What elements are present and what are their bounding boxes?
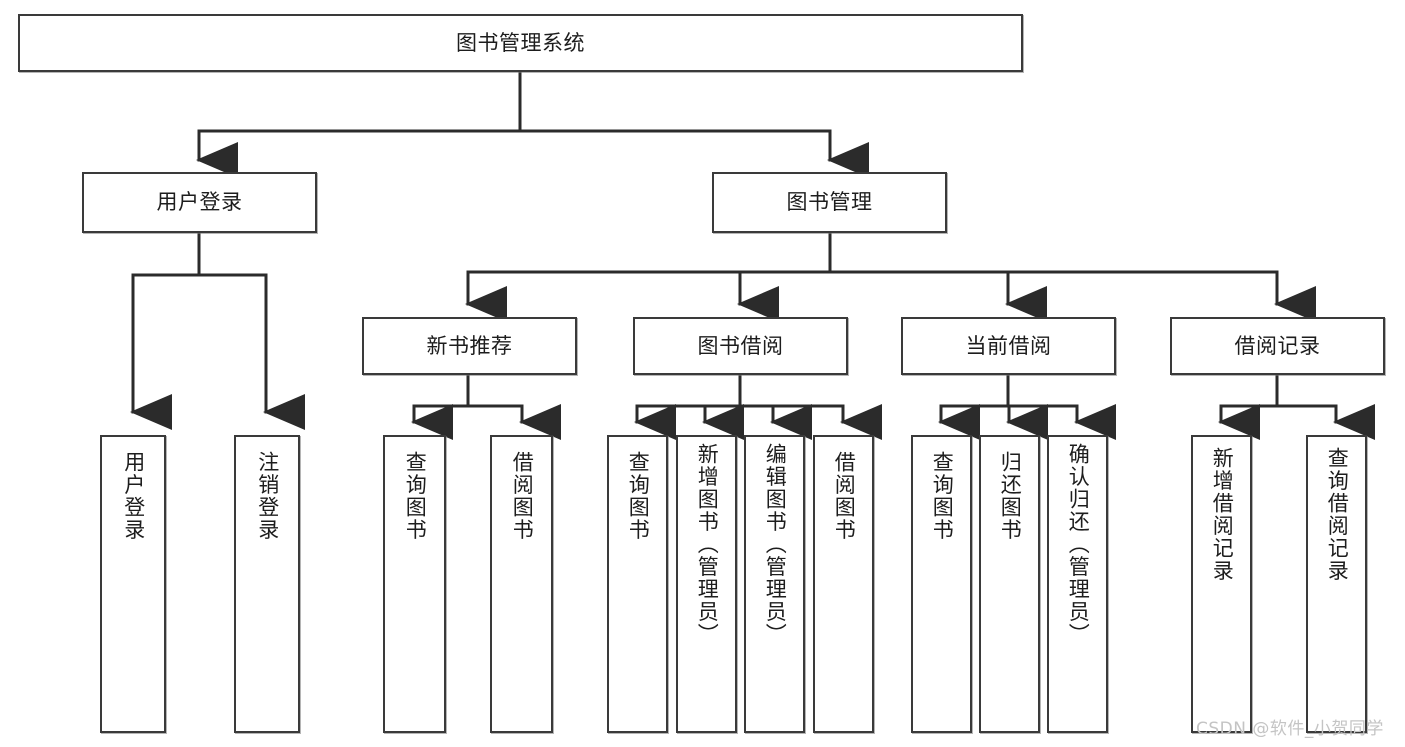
node-book-manage-label: 图书管理 xyxy=(786,190,873,215)
node-leaf-user-login[interactable]: 用户登录 xyxy=(100,435,166,733)
node-leaf-query-book-2-label: 查询图书 xyxy=(626,451,651,541)
node-book-borrow-label: 图书借阅 xyxy=(697,333,784,358)
node-borrow-record-label: 借阅记录 xyxy=(1234,333,1321,358)
node-leaf-query-book-3-label: 查询图书 xyxy=(930,451,955,541)
node-book-borrow[interactable]: 图书借阅 xyxy=(633,317,848,375)
node-book-manage[interactable]: 图书管理 xyxy=(712,172,947,233)
node-leaf-confirm-return[interactable]: 确认归还（管理员） xyxy=(1047,435,1108,733)
node-leaf-query-book-3[interactable]: 查询图书 xyxy=(911,435,972,733)
node-leaf-borrow-book-2[interactable]: 借阅图书 xyxy=(813,435,874,733)
node-borrow-record[interactable]: 借阅记录 xyxy=(1170,317,1385,375)
node-leaf-query-book-1-label: 查询图书 xyxy=(403,451,428,541)
node-leaf-query-record-label: 查询借阅记录 xyxy=(1325,447,1350,582)
node-leaf-borrow-book-1[interactable]: 借阅图书 xyxy=(490,435,553,733)
node-new-book-recommend[interactable]: 新书推荐 xyxy=(362,317,577,375)
node-leaf-borrow-book-2-label: 借阅图书 xyxy=(832,451,857,541)
node-leaf-add-book[interactable]: 新增图书（管理员） xyxy=(676,435,737,733)
node-leaf-query-record[interactable]: 查询借阅记录 xyxy=(1306,435,1367,733)
node-leaf-add-record[interactable]: 新增借阅记录 xyxy=(1191,435,1252,733)
node-leaf-logout-login[interactable]: 注销登录 xyxy=(234,435,300,733)
node-leaf-add-record-label: 新增借阅记录 xyxy=(1210,447,1235,582)
node-root-label: 图书管理系统 xyxy=(456,30,585,55)
node-new-book-recommend-label: 新书推荐 xyxy=(426,333,513,358)
node-root[interactable]: 图书管理系统 xyxy=(18,14,1023,72)
node-leaf-confirm-return-label: 确认归还（管理员） xyxy=(1066,443,1091,646)
node-leaf-logout-login-label: 注销登录 xyxy=(255,451,280,541)
node-leaf-return-book[interactable]: 归还图书 xyxy=(979,435,1040,733)
node-current-borrow-label: 当前借阅 xyxy=(965,333,1052,358)
node-user-login-label: 用户登录 xyxy=(156,190,243,215)
node-leaf-user-login-label: 用户登录 xyxy=(121,451,146,541)
node-leaf-query-book-1[interactable]: 查询图书 xyxy=(383,435,446,733)
node-leaf-add-book-label: 新增图书（管理员） xyxy=(695,443,720,646)
node-leaf-edit-book[interactable]: 编辑图书（管理员） xyxy=(744,435,805,733)
node-leaf-borrow-book-1-label: 借阅图书 xyxy=(510,451,535,541)
node-user-login[interactable]: 用户登录 xyxy=(82,172,317,233)
node-leaf-edit-book-label: 编辑图书（管理员） xyxy=(763,443,788,646)
node-leaf-query-book-2[interactable]: 查询图书 xyxy=(607,435,668,733)
node-current-borrow[interactable]: 当前借阅 xyxy=(901,317,1116,375)
node-leaf-return-book-label: 归还图书 xyxy=(998,451,1023,541)
